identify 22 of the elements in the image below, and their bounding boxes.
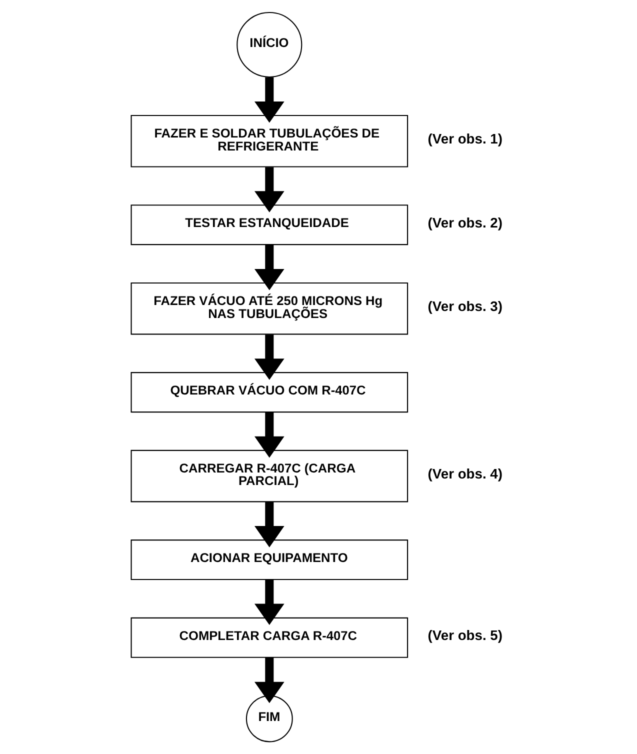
node-box: QUEBRAR VÁCUO COM R-407C — [130, 372, 408, 413]
arrow — [254, 77, 284, 123]
arrow — [254, 334, 284, 380]
arrow — [254, 580, 284, 625]
arrow — [254, 657, 284, 704]
node-box: FAZER E SOLDAR TUBULAÇÕES DE REFRIGERANTE — [130, 115, 408, 168]
arrow — [254, 412, 284, 458]
arrow — [254, 167, 284, 212]
node-box: COMPLETAR CARGA R-407C — [130, 617, 408, 658]
node-box: ACIONAR EQUIPAMENTO — [130, 540, 408, 580]
node-label: (Ver obs. 2) — [427, 214, 502, 230]
node-label: (Ver obs. 1) — [427, 130, 502, 147]
arrow — [254, 244, 284, 290]
node-box: TESTAR ESTANQUEIDADE — [130, 204, 408, 246]
arrow — [254, 502, 284, 548]
node-circle: FIM — [245, 695, 292, 742]
node-label: (Ver obs. 4) — [427, 466, 502, 482]
node-box: FAZER VÁCUO ATÉ 250 MICRONS Hg NAS TUBULAÇÕES — [130, 282, 408, 335]
node-label: (Ver obs. 3) — [427, 298, 502, 314]
node-circle: INÍCIO — [236, 12, 302, 78]
node-label: (Ver obs. 5) — [427, 627, 502, 644]
node-box: CARREGAR R-407C (CARGA PARCIAL) — [130, 450, 408, 502]
